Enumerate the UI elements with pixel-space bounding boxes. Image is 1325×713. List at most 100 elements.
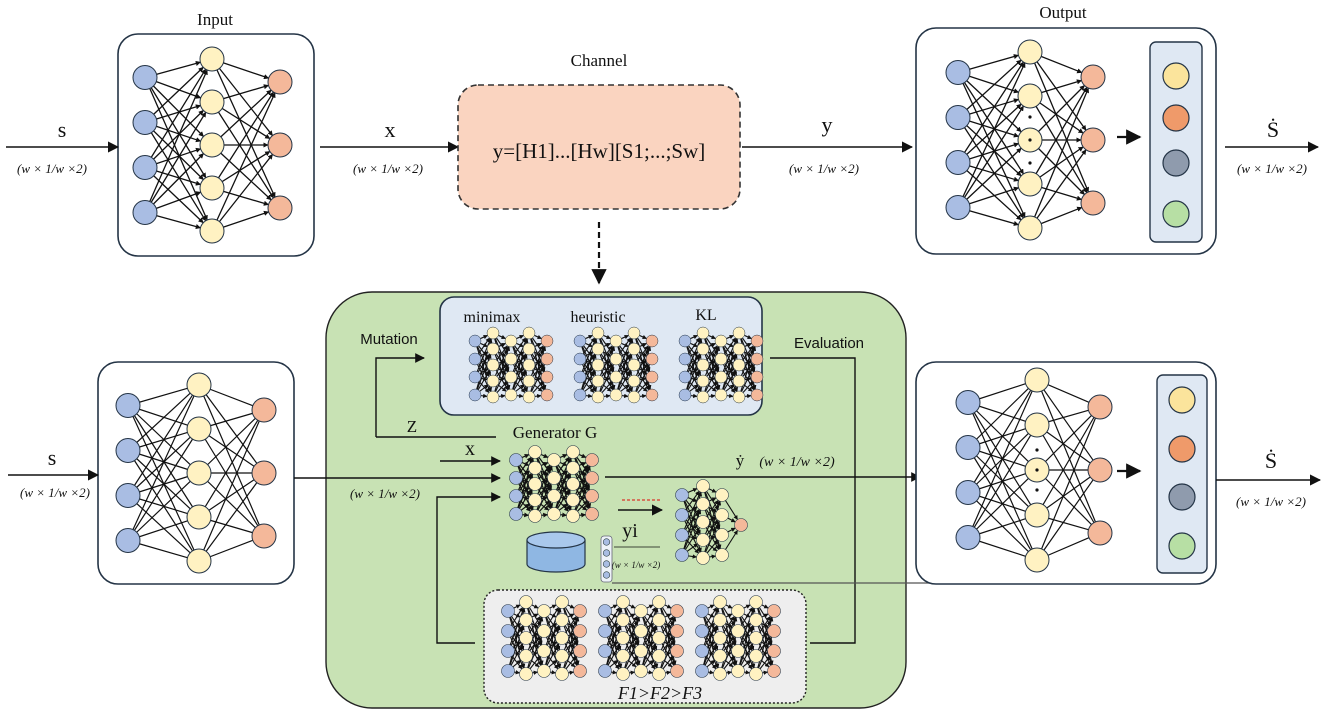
net-edge (579, 338, 597, 378)
ydot-label: ẏ (736, 451, 745, 470)
ellipsis-dot (1035, 488, 1039, 492)
net-node (713, 613, 727, 627)
net-node (519, 667, 533, 681)
net-edge (957, 72, 1026, 218)
net-node (540, 388, 554, 402)
net-edge (144, 77, 208, 221)
net-node (627, 326, 641, 340)
net-edge (755, 616, 773, 657)
ellipsis-dot (1028, 115, 1032, 119)
net-node (750, 352, 764, 366)
shat-label-top: Ṡ (1267, 117, 1279, 142)
net-node (609, 370, 623, 384)
net-node (537, 664, 551, 678)
net-edge (1036, 479, 1094, 561)
loss-label-minimax: minimax (464, 309, 521, 326)
net-node (522, 374, 536, 388)
net-edge (597, 346, 615, 382)
net-node (945, 150, 971, 175)
evaluation-line (770, 357, 856, 644)
x-dims: (w × 1/w ×2) (353, 161, 423, 176)
mutation-arrow (375, 353, 425, 437)
net-node (555, 649, 569, 663)
net-node (509, 489, 523, 503)
real-sample-column (600, 535, 613, 583)
net-node (251, 523, 277, 549)
net-node (115, 393, 141, 418)
net-node (715, 508, 729, 522)
net-node (714, 352, 728, 366)
net-node (555, 613, 569, 627)
net-node (585, 471, 599, 485)
net-node (1017, 83, 1043, 109)
net-node (696, 497, 710, 511)
net-edge (738, 346, 756, 382)
net-node (616, 631, 630, 645)
net-node (955, 435, 981, 460)
net-edge (127, 405, 191, 466)
net-node (566, 461, 580, 475)
net-node (731, 644, 745, 658)
net-node (519, 613, 533, 627)
net-node (678, 334, 692, 348)
net-node (573, 664, 587, 678)
net-node (598, 664, 612, 678)
net-edge (681, 509, 702, 556)
net-node (955, 480, 981, 505)
net-node (486, 390, 500, 404)
ellipsis-dot (1035, 468, 1039, 472)
net-edge (198, 482, 258, 562)
net-node (566, 445, 580, 459)
net-node (695, 624, 709, 638)
net-edge (1029, 95, 1088, 194)
net-node (504, 352, 518, 366)
softmax-node (1168, 483, 1196, 511)
net-node (616, 613, 630, 627)
net-node (678, 370, 692, 384)
net-node (598, 644, 612, 658)
net-edge (144, 69, 208, 213)
net-edge (720, 338, 738, 378)
net-edge (1036, 417, 1096, 561)
net-node (537, 644, 551, 658)
net-edge (144, 68, 207, 168)
net-node (468, 370, 482, 384)
net-node (749, 613, 763, 627)
z-label: Z (407, 417, 417, 436)
net-node (627, 390, 641, 404)
net-node (591, 358, 605, 372)
net-node (1087, 394, 1113, 420)
net-node (652, 613, 666, 627)
net-edge (702, 346, 720, 382)
shat-label-bottom: Ṡ (1265, 448, 1277, 473)
generator-network (509, 445, 599, 523)
net-edge (1036, 415, 1092, 471)
net-node (645, 334, 659, 348)
net-edge (967, 402, 1032, 506)
net-node (115, 483, 141, 508)
net-edge (957, 103, 1022, 163)
net-node (468, 388, 482, 402)
net-node (519, 649, 533, 663)
net-node (945, 195, 971, 220)
net-node (504, 388, 518, 402)
net-edge (543, 607, 561, 652)
net-node (670, 604, 684, 618)
net-node (749, 649, 763, 663)
net-node (609, 334, 623, 348)
net-edge (198, 472, 256, 529)
net-edge (127, 480, 191, 541)
net-edge (211, 89, 272, 146)
net-edge (127, 450, 194, 552)
shat-dims-top: (w × 1/w ×2) (1237, 161, 1307, 176)
net-node (591, 342, 605, 356)
net-edge (144, 122, 204, 181)
net-edge (967, 402, 1033, 550)
net-edge (967, 389, 1032, 493)
net-edge (1036, 417, 1095, 516)
input-title: Input (197, 10, 233, 29)
net-edge (957, 62, 1026, 208)
loss-discriminators (468, 326, 764, 404)
net-edge (211, 91, 275, 189)
net-edge (957, 61, 1024, 163)
